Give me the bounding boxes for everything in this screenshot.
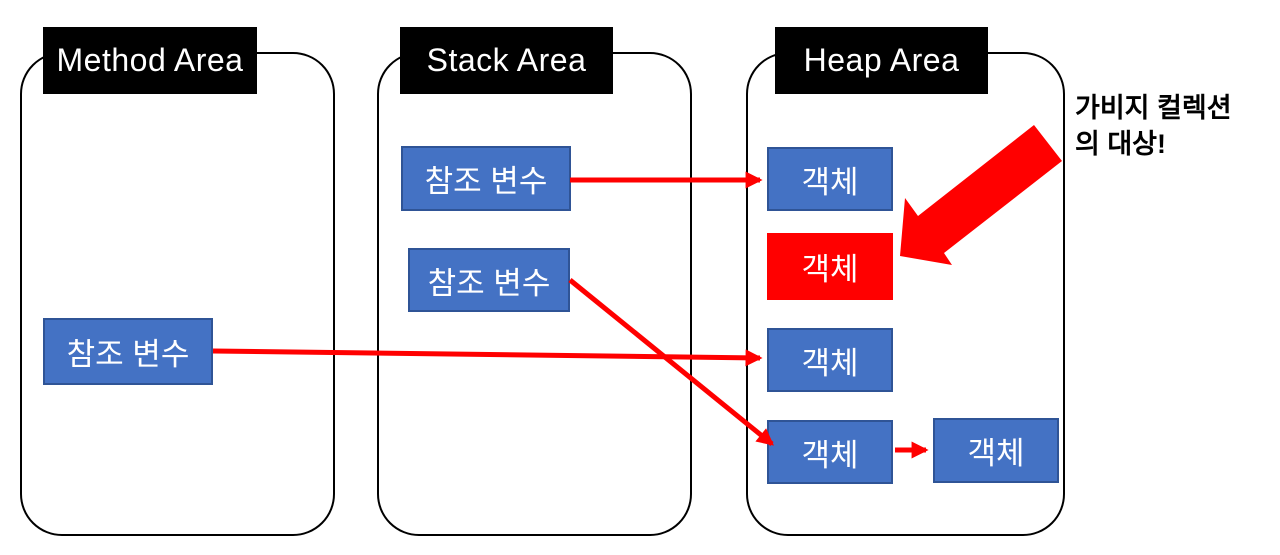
- garbage-collection-annotation: 가비지 컬렉션 의 대상!: [1075, 90, 1280, 162]
- heap-object-box-3: 객체: [767, 328, 893, 392]
- garbage-collection-annotation-line2: 의 대상!: [1075, 129, 1167, 159]
- heap-object-box-1: 객체: [767, 147, 893, 211]
- stack-area-header: Stack Area: [400, 27, 613, 94]
- method-area-header: Method Area: [43, 27, 257, 94]
- garbage-collection-annotation-line1: 가비지 컬렉션: [1075, 93, 1232, 123]
- heap-object-box-4: 객체: [767, 420, 893, 484]
- stack-reference-variable-box-1: 참조 변수: [401, 146, 571, 211]
- heap-area-header: Heap Area: [775, 27, 988, 94]
- stack-reference-variable-box-2: 참조 변수: [408, 248, 570, 312]
- method-area-container: [20, 52, 335, 536]
- heap-object-box-5: 객체: [933, 418, 1059, 483]
- method-reference-variable-box: 참조 변수: [43, 318, 213, 385]
- heap-object-box-garbage-highlighted: 객체: [767, 233, 893, 300]
